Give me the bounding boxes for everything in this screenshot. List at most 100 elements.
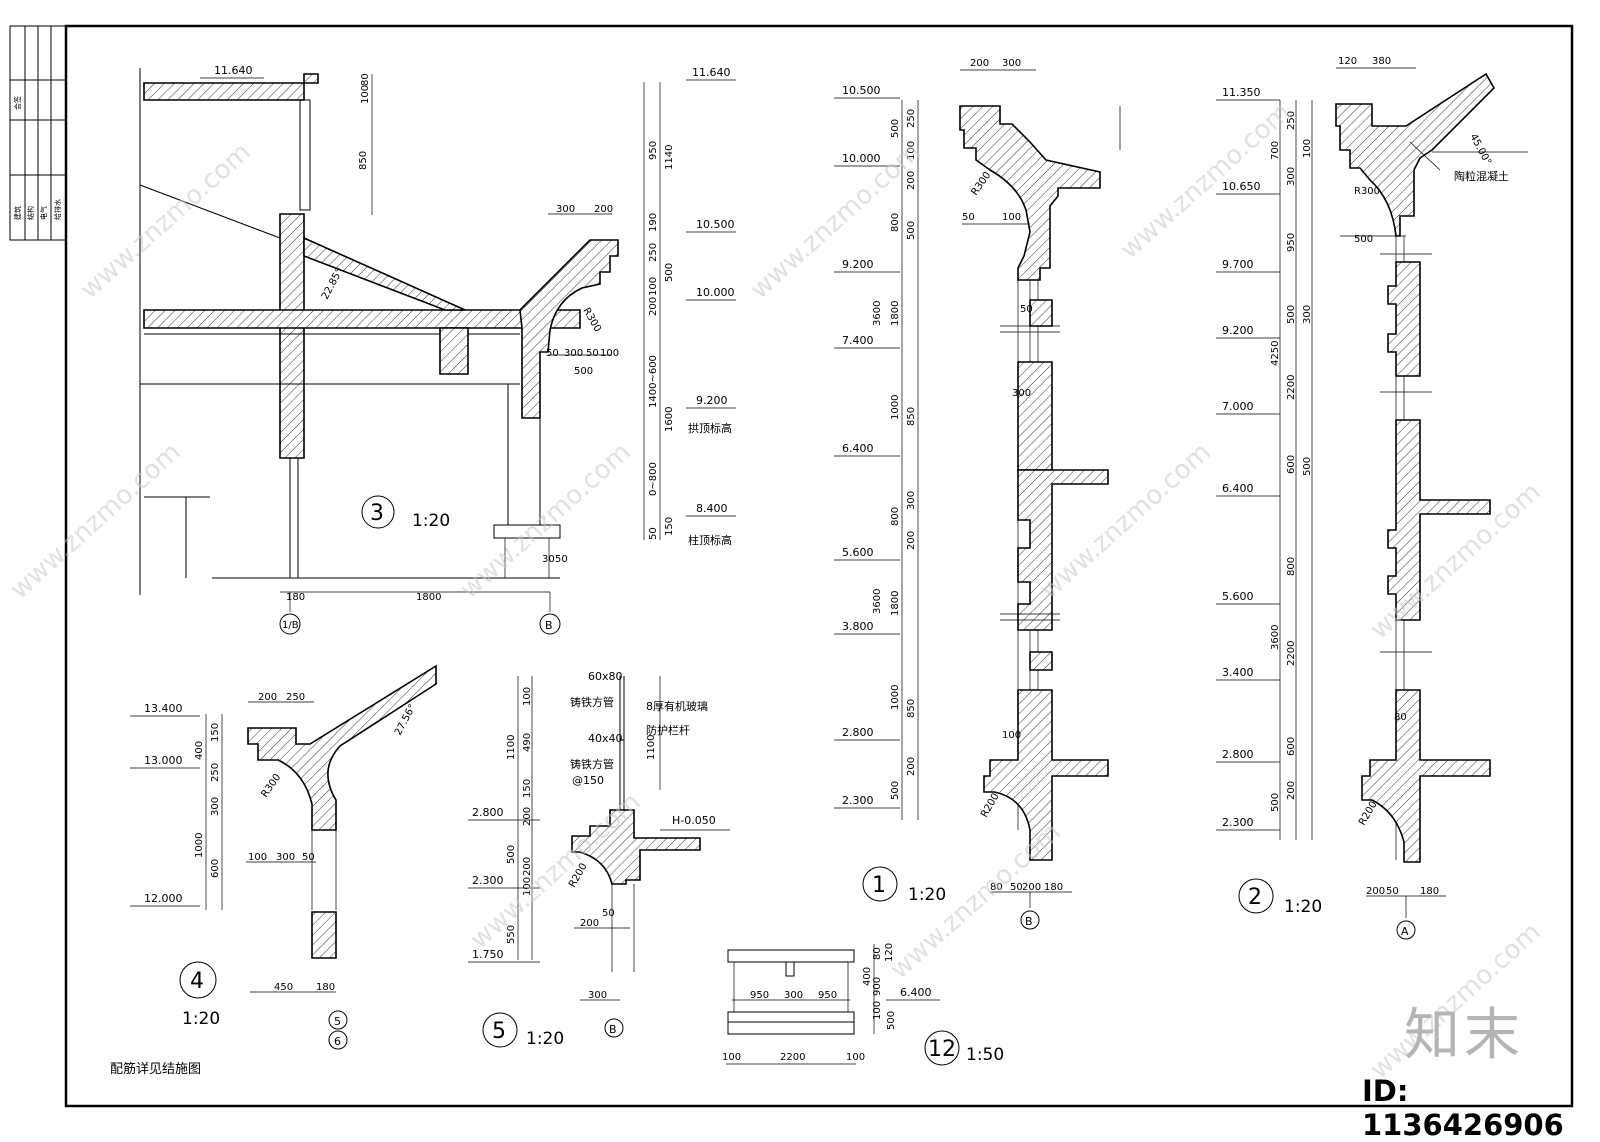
dim: 600: [1286, 455, 1297, 474]
radius-label: R300: [1354, 186, 1380, 197]
dim: 1000: [194, 833, 205, 858]
dim: 300: [1002, 58, 1021, 69]
dim: 100: [600, 348, 619, 359]
dim: 3600: [1270, 625, 1281, 650]
dim: 450: [274, 982, 293, 993]
dim: 300: [1286, 167, 1297, 186]
dim: 300: [210, 797, 221, 816]
dim: 600: [210, 859, 221, 878]
asset-id: ID: 1136426906: [1362, 1074, 1564, 1142]
dim: 300: [1302, 305, 1313, 324]
dim: 100: [360, 85, 371, 104]
angle-label: 22.85°: [320, 267, 346, 302]
detail-scale: 1:20: [182, 1009, 220, 1029]
dim: 300: [906, 491, 917, 510]
axis-label: B: [609, 1023, 617, 1036]
level-note: 柱顶标高: [688, 533, 732, 547]
dim: 800: [890, 507, 901, 526]
dim: 50: [1386, 886, 1399, 897]
dim: 500: [664, 263, 675, 282]
dim: 50: [586, 348, 599, 359]
dim: 250: [1286, 111, 1297, 130]
dim: 30: [542, 554, 555, 565]
dim: 380: [1372, 56, 1391, 67]
dim: 500: [506, 845, 517, 864]
dim: 1400~600: [648, 355, 659, 408]
axis-label: B: [1025, 915, 1033, 928]
level-mark: 10.500: [696, 218, 735, 231]
level-mark: 2.300: [1222, 816, 1254, 829]
level-mark: 3.400: [1222, 666, 1254, 679]
dim: 300: [1012, 388, 1031, 399]
level-mark: 10.000: [696, 286, 735, 299]
dim: 500: [1354, 234, 1373, 245]
level-mark: 6.400: [1222, 482, 1254, 495]
sheet-border: [64, 24, 1574, 1108]
dim: 1000: [890, 395, 901, 420]
dim: 300: [564, 348, 583, 359]
dim: 100: [872, 1001, 883, 1020]
dim: 150: [664, 517, 675, 536]
dim: 500: [1302, 457, 1313, 476]
floor-level: H-0.050: [672, 814, 716, 827]
dim: 550: [506, 925, 517, 944]
dim: 250: [648, 243, 659, 262]
dim: 50: [962, 212, 975, 223]
dim: 1100: [506, 735, 517, 760]
detail-5: 60x80 铸铁方管 40x40 铸铁方管 @150 8厚有机玻璃 防护栏杆 H…: [468, 670, 730, 1049]
dim: 500: [890, 119, 901, 138]
dim: 80: [360, 73, 371, 86]
level-mark: 12.000: [144, 892, 183, 905]
dim: 300: [588, 990, 607, 1001]
level-mark: 10.650: [1222, 180, 1261, 193]
dim: 200: [1286, 781, 1297, 800]
dim: 950: [818, 990, 837, 1001]
radius-label: R200: [1357, 799, 1380, 827]
level-mark: 13.000: [144, 754, 183, 767]
level-mark: 9.200: [696, 394, 728, 407]
dim: 200: [258, 692, 277, 703]
dim: 50: [302, 852, 315, 863]
dim: 200: [522, 807, 533, 826]
detail-3: 180 1800 30 50 1/B B 11.640 100 80 850 3…: [139, 64, 736, 635]
dim: 500: [890, 781, 901, 800]
dim: 400: [862, 967, 873, 986]
detail-scale: 1:20: [412, 511, 450, 531]
dim: 700: [1270, 141, 1281, 160]
watermark-layer: www.znzmo.com www.znzmo.com www.znzmo.co…: [5, 97, 1547, 1085]
title-block-cell: 会签: [13, 96, 22, 110]
level-mark: 8.400: [696, 502, 728, 515]
level-mark: 13.400: [144, 702, 183, 715]
dim: 150: [522, 779, 533, 798]
title-block-cell: 给排水: [53, 199, 62, 220]
dim: 4250: [1270, 341, 1281, 366]
angle-label: 45.00°: [1467, 132, 1493, 167]
dim: 3600: [872, 589, 883, 614]
watermark: www.znzmo.com: [1115, 97, 1297, 265]
dim: 100: [722, 1052, 741, 1063]
title-block: 会签 建筑 结构 电气 给排水: [9, 25, 67, 241]
dim: 200: [580, 918, 599, 929]
detail-number: 12: [928, 1037, 956, 1062]
dim: 500: [906, 221, 917, 240]
dim: 500: [886, 1011, 897, 1030]
level-mark: 2.300: [472, 874, 504, 887]
radius-label: R300: [259, 772, 283, 800]
detail-2: 11.350 10.650 9.700 9.200 7.000 6.400 5.…: [1216, 56, 1528, 940]
dim: 50: [648, 527, 659, 540]
detail-4: 13.400 13.000 12.000 400 150 250 300 100…: [130, 664, 437, 1050]
level-mark: 2.800: [472, 806, 504, 819]
detail-12: 950 300 950 100 2200 100 80 120 400 900 …: [722, 943, 1004, 1066]
level-mark: 10.000: [842, 152, 881, 165]
radius-label: R300: [580, 306, 603, 334]
dim: 300: [784, 990, 803, 1001]
dim: 50: [555, 554, 568, 565]
dim: 400: [194, 741, 205, 760]
dim: 950: [1286, 233, 1297, 252]
dim: 950: [750, 990, 769, 1001]
dim: 2200: [1286, 641, 1297, 666]
dim: 50: [1020, 304, 1033, 315]
pipe-label: 铸铁方管: [570, 695, 614, 709]
pipe-spacing: @150: [572, 774, 604, 787]
dim: 200: [906, 531, 917, 550]
